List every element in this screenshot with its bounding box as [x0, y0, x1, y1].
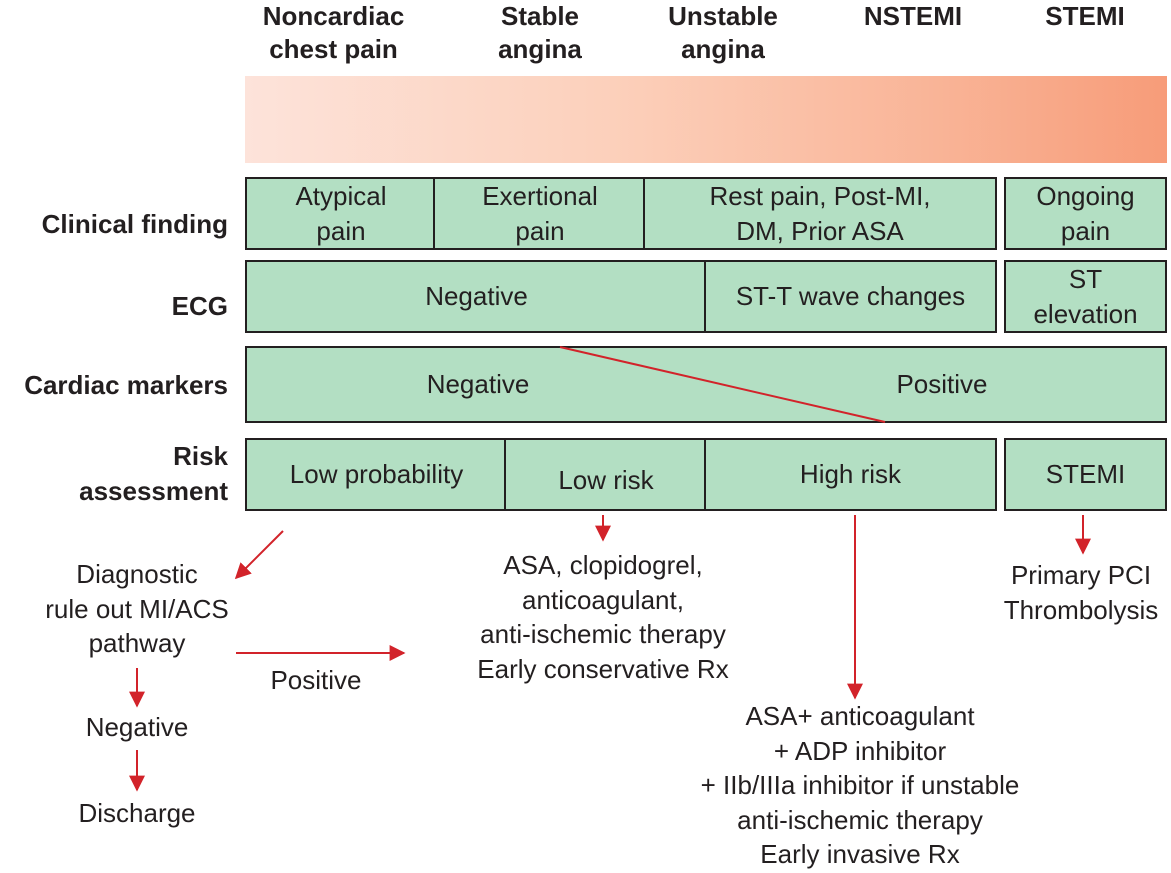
clinical-cell-atypical-pain: Atypical pain [295, 180, 387, 246]
header-stable-angina: Stable angina [498, 1, 582, 64]
low-risk-treatment-text: ASA, clopidogrel, anticoagulant, anti-is… [477, 550, 729, 684]
row-label-risk-assessment: Risk assessment [79, 441, 228, 506]
row-label-cardiac-markers: Cardiac markers [24, 370, 228, 400]
clinical-cell-ongoing-pain: Ongoing pain [1036, 180, 1135, 246]
risk-cell-stemi: STEMI [1045, 459, 1126, 489]
positive-label: Positive [270, 665, 362, 695]
markers-cell-positive: Positive [896, 369, 988, 399]
discharge-text: Discharge [78, 798, 196, 828]
negative-outcome-text: Negative [85, 712, 189, 742]
clinical-finding-row-main: Atypical pain Exertional pain Rest pain,… [245, 177, 997, 250]
ecg-cell-negative: Negative [425, 281, 528, 311]
cardiac-markers-row: Negative Positive [245, 346, 1167, 423]
row-label-ecg: ECG [171, 291, 228, 321]
ecg-cell-st-t-wave-changes: ST-T wave changes [735, 281, 966, 311]
divider [704, 440, 706, 509]
risk-cell-high-risk: High risk [799, 459, 902, 489]
row-label-clinical-finding: Clinical finding [41, 209, 228, 239]
markers-divider-line [559, 346, 886, 423]
header-nstemi: NSTEMI [863, 1, 963, 31]
high-risk-treatment-text: ASA+ anticoagulant + ADP inhibitor + IIb… [700, 701, 1020, 869]
risk-row-main: Low probability Low risk High risk [245, 438, 997, 511]
severity-gradient-band [245, 76, 1167, 163]
header-noncardiac-chest-pain: Noncardiac chest pain [262, 1, 405, 64]
clinical-finding-row-stemi: Ongoing pain [1004, 177, 1167, 250]
risk-cell-low-risk: Low risk [558, 465, 654, 495]
diagnostic-pathway-text: Diagnostic rule out MI/ACS pathway [45, 559, 229, 658]
risk-row-stemi: STEMI [1004, 438, 1167, 511]
divider [504, 440, 506, 509]
divider [704, 262, 706, 331]
header-stemi: STEMI [1045, 1, 1125, 31]
header-unstable-angina: Unstable angina [668, 1, 778, 64]
ecg-row-main: Negative ST-T wave changes [245, 260, 997, 333]
stemi-treatment-text: Primary PCI Thrombolysis [1003, 560, 1159, 625]
divider [643, 179, 645, 248]
ecg-row-stemi: ST elevation [1004, 260, 1167, 333]
arrow-low-probability-to-diagnostic [234, 530, 284, 580]
clinical-cell-rest-pain: Rest pain, Post-MI, DM, Prior ASA [709, 180, 931, 246]
clinical-cell-exertional-pain: Exertional pain [482, 180, 598, 246]
divider [433, 179, 435, 248]
ecg-cell-st-elevation: ST elevation [1033, 263, 1138, 329]
markers-cell-negative: Negative [426, 369, 530, 399]
risk-cell-low-probability: Low probability [289, 459, 464, 489]
